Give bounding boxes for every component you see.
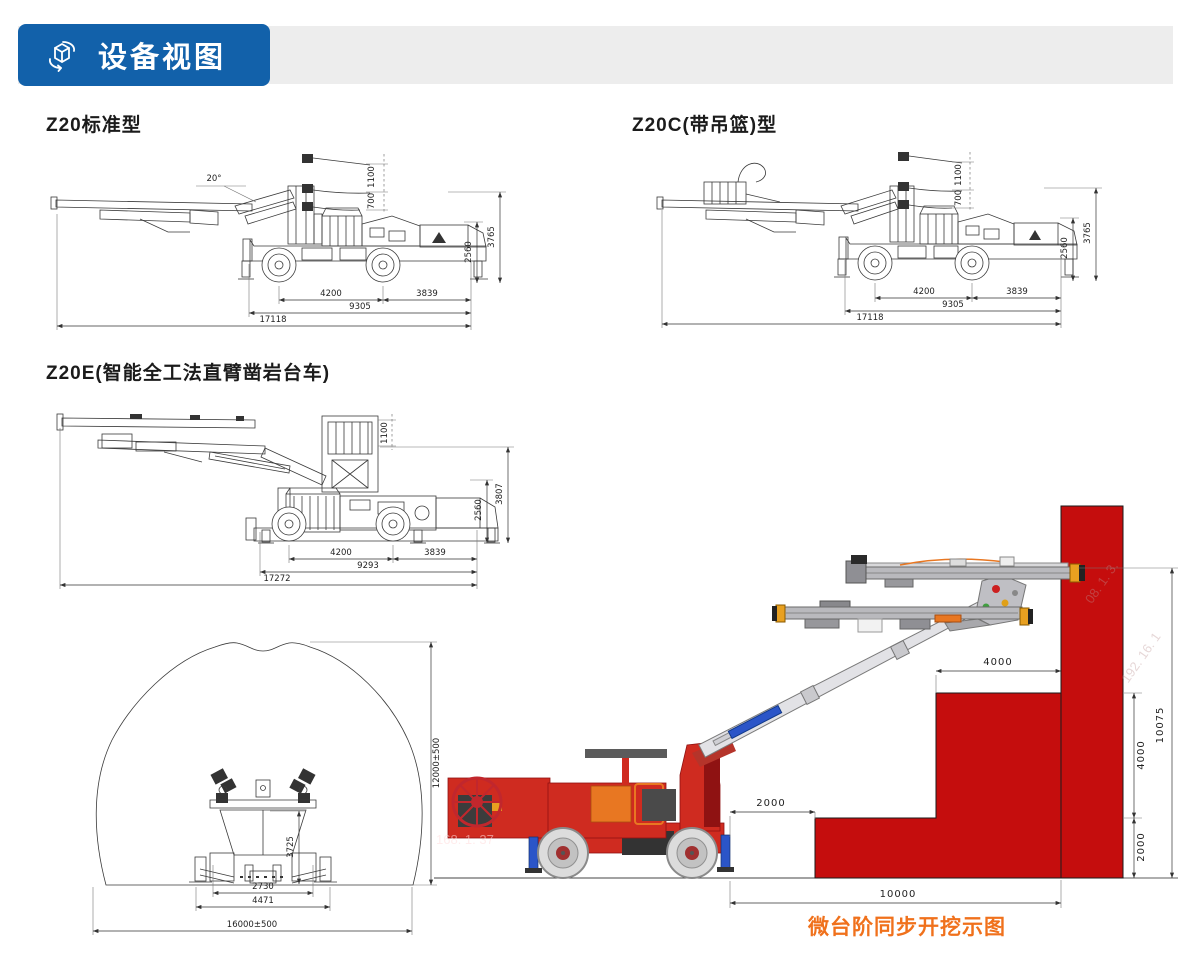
dimension-label: 9293 (357, 561, 379, 571)
dimension-label: 2560 (464, 241, 474, 263)
z20e-annotation-lines (378, 414, 396, 450)
dimension-label: 3839 (1006, 287, 1028, 297)
dimension-label: 4200 (330, 548, 352, 558)
bench-silhouette (814, 505, 1124, 879)
drawing-z20-side-view: 4200 3839 9305 17118 3765 2560 1100 700 20° (50, 154, 506, 330)
wheel (954, 245, 990, 281)
dimension-label: 1100 (954, 164, 964, 186)
dimension-label: 700 (367, 193, 377, 209)
dimension-label: 4000 (1136, 740, 1147, 769)
heading-z20e: Z20E(智能全工法直臂凿岩台车) (46, 363, 331, 384)
dimension-label: 3839 (416, 289, 438, 299)
z20c-line-art (656, 152, 1079, 281)
dimension-label: 3765 (487, 226, 497, 248)
drawing-tunnel-cross-section: 12000±500 3725 2730 4471 16000±500 (92, 641, 442, 935)
dimension-label: 9305 (349, 302, 371, 312)
dimension-label: 16000±500 (227, 920, 277, 930)
wheel (375, 506, 411, 542)
dimension-label: 4200 (320, 289, 342, 299)
wheel (857, 245, 893, 281)
dimension-label: 3839 (424, 548, 446, 558)
dimension-label: 1100 (380, 422, 390, 444)
dimension-label: 2560 (1060, 237, 1070, 259)
dimension-label: 1100 (367, 166, 377, 188)
excavation-caption: 微台阶同步开挖示图 (808, 916, 1006, 939)
z20e-line-art (56, 413, 500, 544)
dimension-label: 4200 (913, 287, 935, 297)
dimension-label: 17272 (263, 574, 290, 584)
header-band: 设备视图 (18, 24, 1173, 86)
drawing-excavation-diagram: 4000 2000 10000 10075 4000 2000 (434, 505, 1178, 908)
heading-z20: Z20标准型 (46, 115, 142, 136)
z20-line-art (50, 154, 488, 283)
z20-annotation-lines (196, 154, 388, 214)
dimension-label: 20° (206, 174, 221, 184)
drawing-z20e-side-view: 4200 3839 9293 17272 3807 2560 1100 (56, 413, 514, 589)
wheel (537, 827, 589, 879)
wheel (271, 506, 307, 542)
dimension-label: 10075 (1155, 707, 1166, 744)
dimension-label: 2730 (252, 882, 274, 892)
dimension-label: 17118 (856, 313, 883, 323)
wheel (261, 247, 297, 283)
dimension-label: 2560 (474, 499, 484, 521)
section-header-chip: 设备视图 (18, 24, 270, 86)
dimension-label: 700 (954, 190, 964, 206)
tunnel-machine-front-view (189, 768, 337, 884)
red-jumbo-machine (447, 737, 736, 879)
dimension-label: 3725 (286, 836, 296, 858)
dimension-label: 3765 (1083, 222, 1093, 244)
dimension-label: 2000 (756, 798, 785, 809)
boom-and-feeds (698, 555, 1085, 758)
drawing-z20c-side-view: 4200 3839 9305 17118 3765 2560 1100 700 (656, 152, 1102, 328)
tunnel-outline (95, 642, 423, 886)
wheel (666, 827, 718, 879)
rotating-cube-icon (48, 41, 76, 72)
section-title: 设备视图 (98, 42, 227, 74)
dimension-label: 17118 (259, 315, 286, 325)
wheel (365, 247, 401, 283)
dimension-label: 12000±500 (432, 738, 442, 788)
dimension-label: 2000 (1136, 832, 1147, 861)
dimension-label: 3807 (495, 483, 505, 505)
dimension-label: 9305 (942, 300, 964, 310)
heading-z20c: Z20C(带吊篮)型 (632, 115, 778, 136)
dimension-label: 10000 (880, 889, 917, 900)
dimension-label: 4471 (252, 896, 274, 906)
dimension-label: 4000 (983, 657, 1012, 668)
z20c-annotation-lines (952, 152, 974, 212)
